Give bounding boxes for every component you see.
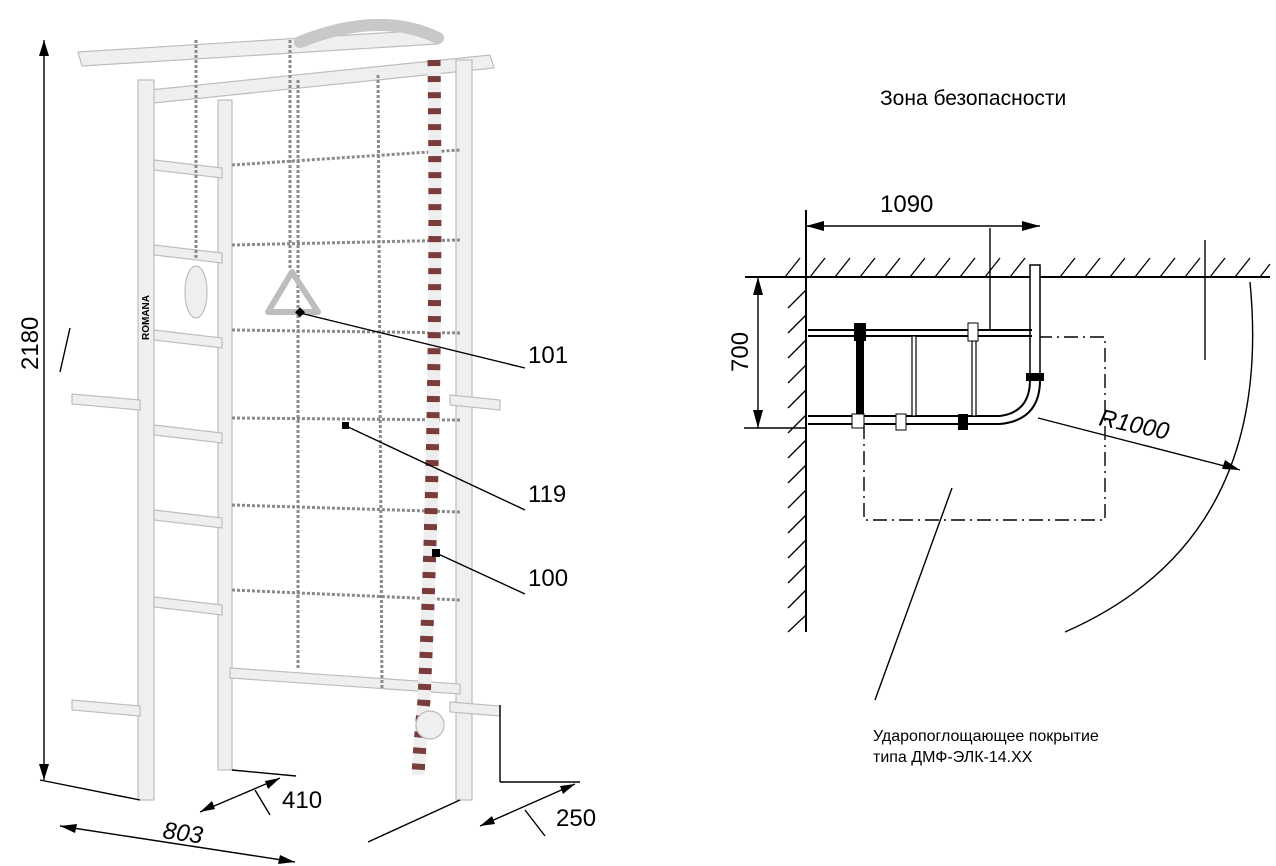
ladder-rungs bbox=[153, 159, 223, 616]
side-handles bbox=[71, 393, 501, 717]
wall-left-hatch bbox=[787, 289, 807, 633]
top-bar bbox=[77, 29, 439, 67]
right-post bbox=[455, 59, 473, 801]
top-crossbar bbox=[149, 54, 495, 104]
callout-101-leader bbox=[299, 312, 526, 369]
callout-101: 101 bbox=[528, 342, 568, 369]
radius-arc bbox=[1064, 281, 1254, 633]
brand-text: ROMANA bbox=[141, 295, 152, 340]
callout-119-leader bbox=[345, 425, 526, 511]
apparatus-top-view bbox=[808, 264, 1044, 431]
coating-note-line1: Ударопоглощающее покрытие bbox=[873, 728, 1099, 745]
width-label: 803 bbox=[161, 817, 205, 849]
callout-100-leader bbox=[435, 552, 526, 595]
left-dimensions: 2180 803 410 250 bbox=[17, 40, 596, 864]
gym-ring bbox=[265, 40, 321, 315]
top-bar-curve bbox=[294, 18, 444, 48]
height-arrow-top bbox=[39, 40, 49, 56]
callout-100: 100 bbox=[528, 565, 568, 592]
callouts: 101 119 100 bbox=[295, 307, 568, 595]
callout-119: 119 bbox=[528, 481, 566, 508]
length-label: 1090 bbox=[880, 191, 933, 218]
height-label: 2180 bbox=[17, 317, 44, 370]
depth-label: 410 bbox=[282, 787, 322, 814]
height-arrow-bottom bbox=[39, 764, 49, 780]
left-front-post bbox=[137, 79, 155, 801]
note-leader bbox=[874, 487, 953, 701]
safety-zone-rectangle bbox=[863, 336, 1106, 521]
safety-zone-plan: Зона безопасности bbox=[727, 87, 1271, 766]
bottom-bar bbox=[229, 667, 461, 695]
wall-bars-illustration: ROMANA bbox=[71, 18, 501, 801]
radius-dimension-line bbox=[1037, 417, 1241, 471]
depth-label-700: 700 bbox=[727, 332, 754, 372]
pear-swing bbox=[184, 40, 208, 319]
radius-label: R1000 bbox=[1097, 404, 1172, 445]
climbing-rope bbox=[411, 59, 445, 776]
wall-top-hatch bbox=[784, 257, 1271, 278]
offset-label: 250 bbox=[556, 805, 596, 832]
coating-note-line2: типа ДМФ-ЭЛК-14.ХХ bbox=[873, 749, 1033, 766]
safety-zone-title: Зона безопасности bbox=[880, 87, 1066, 110]
